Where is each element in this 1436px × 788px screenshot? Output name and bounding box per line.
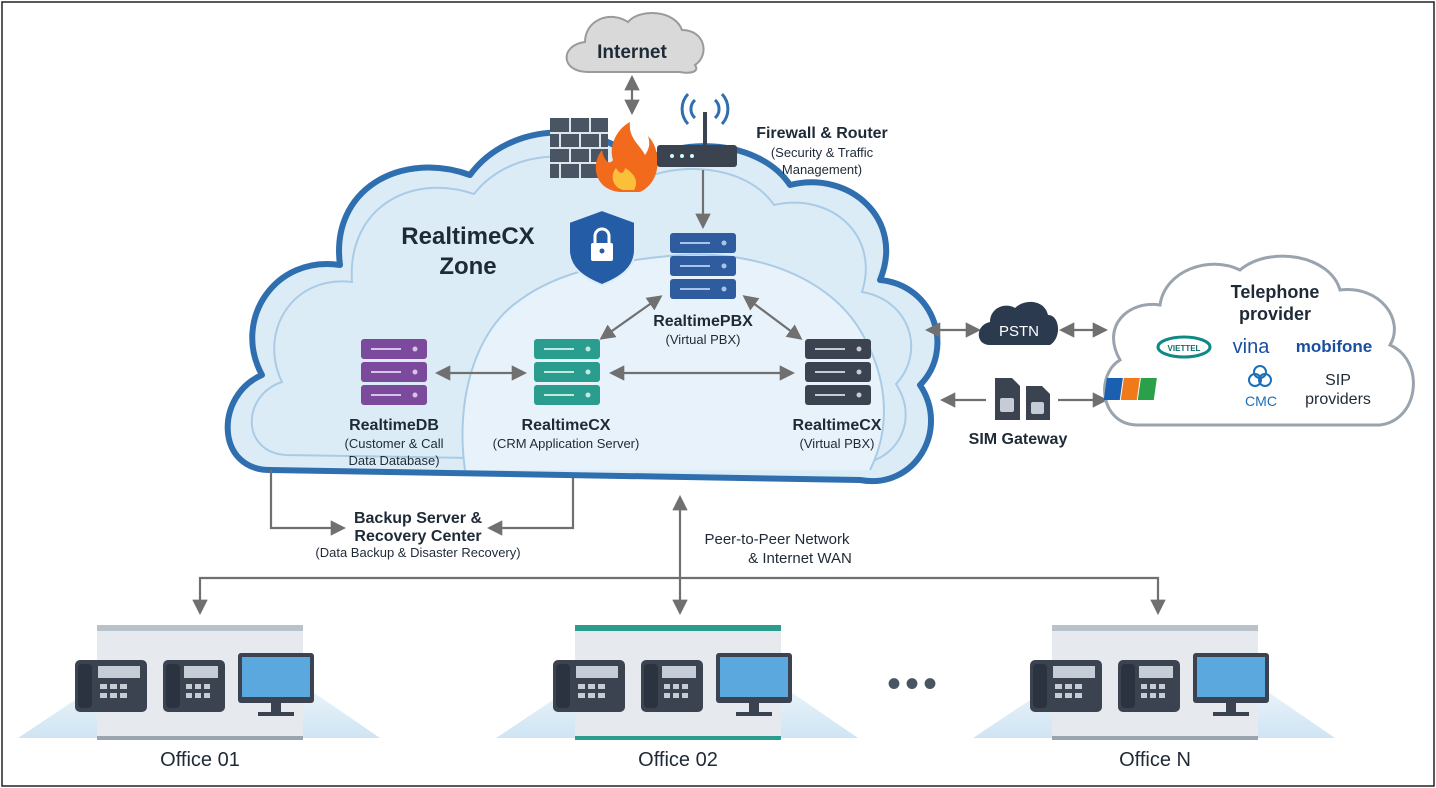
desk-phone-icon	[163, 660, 225, 712]
office-label: Office 01	[160, 749, 240, 771]
connection-arrows	[192, 74, 1166, 616]
crm-sub: (CRM Application Server)	[493, 436, 640, 451]
monitor-icon	[238, 653, 314, 716]
network-label-1: Peer-to-Peer Network	[704, 531, 850, 548]
more-offices-ellipsis: •••	[887, 662, 941, 706]
fpt-logo: FPT	[1103, 378, 1208, 400]
viettel-logo: VIETTEL	[1156, 335, 1212, 359]
pstn-label: PSTN	[999, 323, 1039, 340]
office-label: Office 02	[638, 749, 718, 771]
arrow-crm-backup	[486, 478, 575, 536]
telephone-provider-title-2: provider	[1239, 304, 1311, 324]
mobifone-logo: mobifone	[1296, 337, 1373, 356]
sim-gateway-icon	[995, 378, 1050, 420]
virtual-pbx-sub: (Virtual PBX)	[800, 436, 875, 451]
desk-phone-icon	[1030, 660, 1102, 712]
virtual-pbx-server-icon	[805, 339, 871, 405]
realtimedb-title: RealtimeDB	[349, 417, 439, 434]
svg-text:CMC: CMC	[1245, 393, 1277, 409]
realtimepbx-title: RealtimePBX	[653, 313, 753, 330]
office-02: Office 02	[496, 625, 858, 771]
zone-label-line-1: RealtimeCX	[401, 223, 534, 250]
internet-label: Internet	[597, 42, 667, 63]
crm-title: RealtimeCX	[522, 417, 611, 434]
telephone-provider-title-1: Telephone	[1231, 282, 1320, 302]
office-label: Office N	[1119, 749, 1191, 771]
security-shield-icon	[568, 208, 636, 287]
backup-sub: (Data Backup & Disaster Recovery)	[315, 545, 520, 560]
office-n: Office N	[973, 625, 1335, 771]
firewall-title: Firewall & Router	[756, 125, 888, 142]
desk-phone-icon	[1118, 660, 1180, 712]
vina-logo: vina	[1233, 336, 1271, 358]
desk-phone-icon	[75, 660, 147, 712]
backup-title-2: Recovery Center	[354, 528, 481, 545]
virtual-pbx-title: RealtimeCX	[793, 417, 882, 434]
sim-gateway-label: SIM Gateway	[969, 431, 1068, 448]
firewall-sub-1: (Security & Traffic	[771, 145, 874, 160]
sip-label-2: providers	[1305, 391, 1371, 408]
realtimepbx-sub: (Virtual PBX)	[666, 332, 741, 347]
desk-phone-icon	[553, 660, 625, 712]
telephone-provider-cloud: Telephone provider VIETTEL vina mobifone…	[1103, 254, 1415, 427]
arrow-office-bus	[192, 576, 1166, 616]
arrow-pbx-crm	[599, 295, 663, 340]
monitor-icon	[1193, 653, 1269, 716]
realtimedb-server-icon	[361, 339, 427, 405]
desk-phone-icon	[641, 660, 703, 712]
realtimepbx-server-icon	[670, 233, 736, 299]
svg-text:FPT: FPT	[1162, 383, 1208, 400]
sip-label-1: SIP	[1325, 372, 1351, 389]
realtimedb-sub-2: Data Database)	[348, 453, 439, 468]
firewall-sub-2: Management)	[782, 162, 862, 177]
arrow-db-backup	[269, 470, 347, 536]
arrow-pbx-virtualpbx	[742, 295, 803, 340]
office-01: Office 01	[18, 625, 380, 771]
router-icon	[657, 92, 737, 167]
zone-label-line-2: Zone	[439, 253, 496, 280]
internet-cloud: Internet	[565, 11, 705, 74]
svg-text:VIETTEL: VIETTEL	[1168, 344, 1201, 353]
crm-server-icon	[534, 339, 600, 405]
backup-title-1: Backup Server &	[354, 510, 483, 527]
network-label-2: & Internet WAN	[748, 550, 852, 567]
cmc-logo: CMC	[1245, 365, 1277, 409]
fire-icon	[595, 122, 658, 192]
realtimedb-sub-1: (Customer & Call	[345, 436, 444, 451]
monitor-icon	[716, 653, 792, 716]
pstn-cloud: PSTN	[978, 301, 1059, 345]
